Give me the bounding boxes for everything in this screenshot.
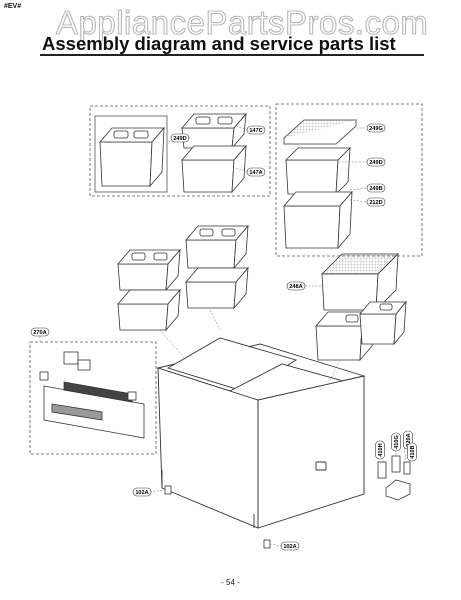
- box-249b: [283, 190, 353, 250]
- part-label-9: 410H: [375, 440, 385, 460]
- box-left-lower: [117, 288, 181, 332]
- part-label-1: 147C: [246, 125, 266, 135]
- part-label-12: 410B: [407, 442, 417, 462]
- part-label-text: 147A: [249, 170, 262, 176]
- basket-147c: [181, 112, 247, 150]
- basket-mid-top: [185, 224, 249, 270]
- part-label-7: 248A: [286, 281, 306, 291]
- compressor-parts: [377, 455, 411, 501]
- part-label-text: 320A: [406, 433, 412, 446]
- part-label-text: 249G: [369, 126, 383, 132]
- part-label-8: 270A: [30, 327, 50, 337]
- freezer-cabinet: [156, 337, 366, 529]
- control-panel-assembly: [39, 351, 145, 439]
- part-label-text: 270A: [33, 330, 46, 336]
- document-code: #EV#: [4, 3, 22, 10]
- part-label-5: 249B: [366, 183, 386, 193]
- page-title: Assembly diagram and service parts list: [42, 33, 396, 54]
- part-label-text: 147C: [249, 128, 262, 134]
- title-rule: [40, 54, 424, 56]
- basket-right-back: [359, 300, 407, 346]
- part-label-text: 249D: [173, 136, 186, 142]
- basket-249d-left: [99, 126, 165, 188]
- box-249d-right: [285, 146, 351, 196]
- inner-group-frame: [94, 115, 168, 193]
- part-label-14: 102A: [280, 541, 300, 551]
- box-147a: [181, 144, 247, 194]
- basket-left-top: [117, 248, 181, 292]
- part-label-text: 410H: [378, 443, 384, 456]
- part-label-text: 249B: [369, 186, 382, 192]
- top-left-group-frame: [89, 105, 271, 197]
- control-panel-group-frame: [29, 341, 157, 455]
- part-label-text: 410B: [410, 445, 416, 458]
- part-label-4: 249D: [366, 157, 386, 167]
- part-label-text: 249D: [369, 160, 382, 166]
- part-label-0: 249D: [170, 133, 190, 143]
- part-label-text: 102A: [135, 490, 148, 496]
- lid-249g: [282, 119, 358, 145]
- page-number: - 54 -: [221, 578, 240, 587]
- part-label-6: 212D: [366, 197, 386, 207]
- part-label-10: 410G: [391, 432, 401, 452]
- box-248a: [321, 252, 399, 312]
- part-label-text: 102A: [283, 544, 296, 550]
- part-labels: 249D 147C 147A 249G 249D 249B 212D 248A 270A 410H…: [30, 123, 417, 551]
- watermark: AppliancePartsPros.com: [55, 3, 429, 41]
- part-label-3: 249G: [366, 123, 386, 133]
- part-label-text: 248A: [289, 284, 302, 290]
- box-mid-lower: [185, 266, 249, 310]
- part-label-text: 410G: [394, 435, 400, 449]
- part-label-2: 147A: [246, 167, 266, 177]
- part-label-text: 212D: [369, 200, 382, 206]
- part-label-13: 102A: [132, 487, 152, 497]
